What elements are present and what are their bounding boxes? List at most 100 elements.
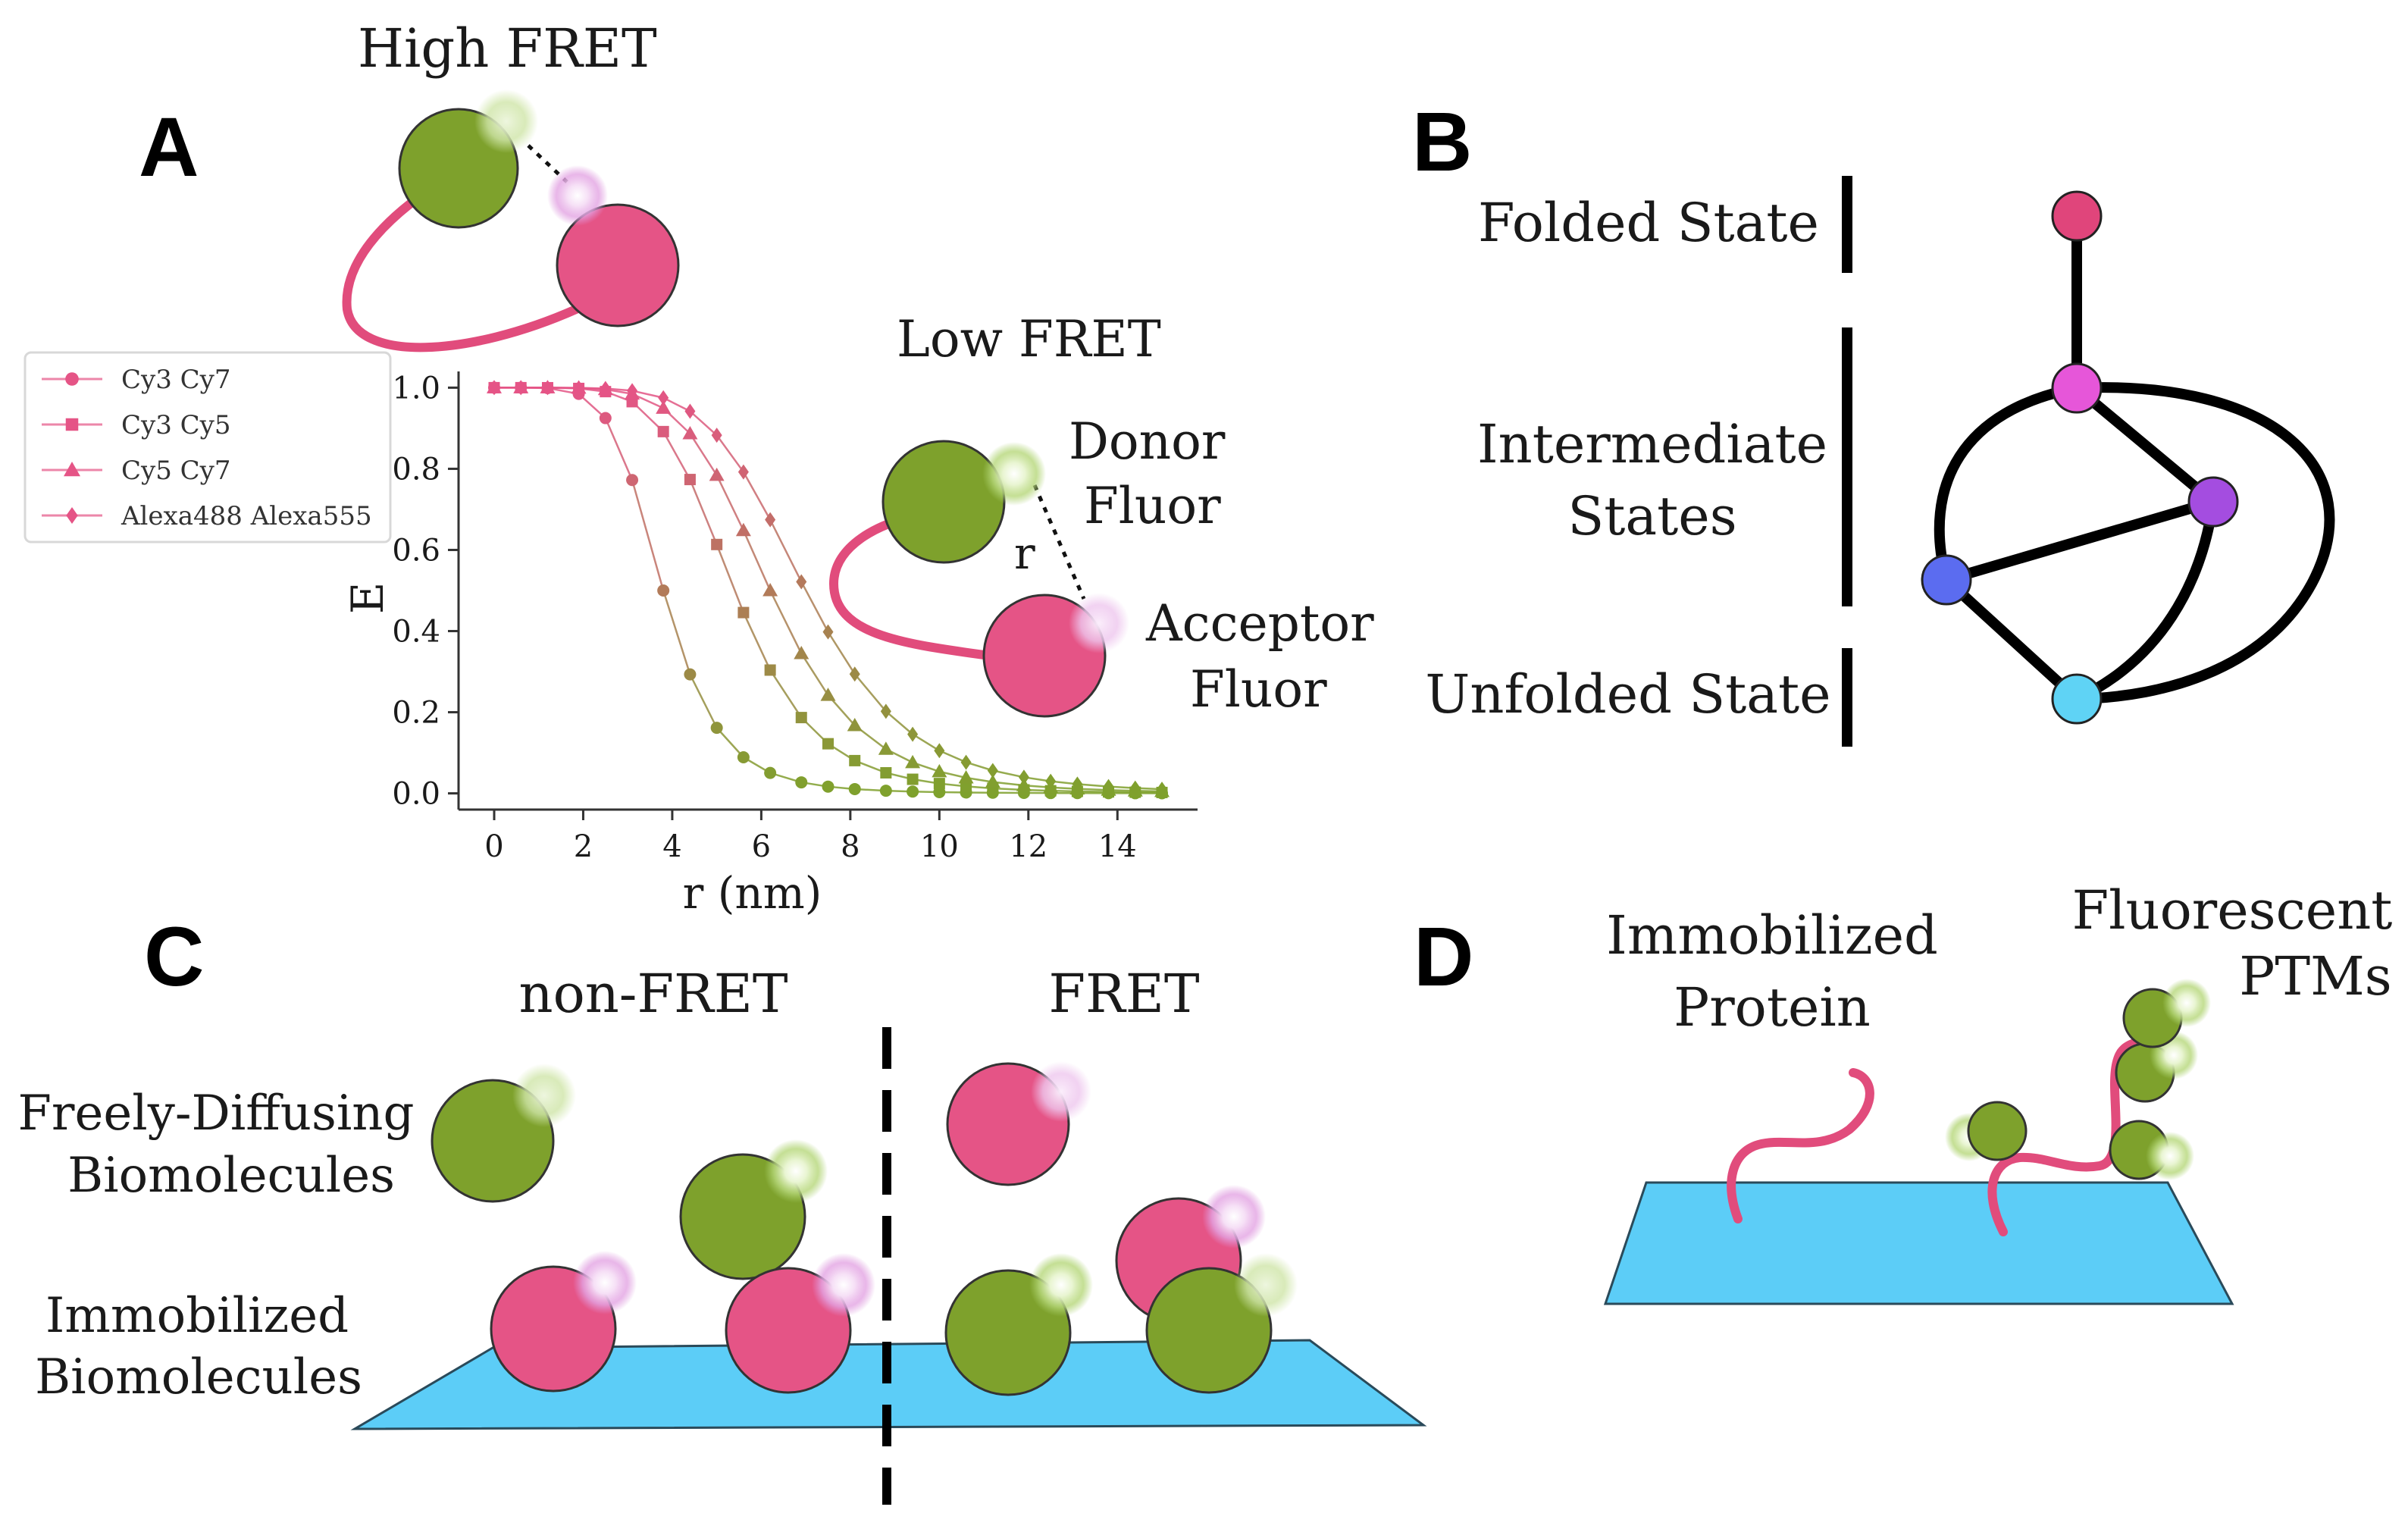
faint-pink-fluor: [1031, 1061, 1091, 1122]
data-point: [878, 741, 894, 755]
x-tick-label: 6: [752, 829, 771, 864]
node-intermediate-right: [2187, 476, 2239, 528]
series-line-segment: [604, 418, 634, 481]
data-point: [515, 380, 527, 396]
data-point: [542, 380, 553, 396]
data-point: [795, 712, 807, 724]
high-fret-molecule: [342, 89, 680, 352]
data-point: [822, 738, 834, 750]
data-point: [599, 412, 612, 425]
series-line-segment: [631, 479, 665, 591]
series-line-segment: [966, 761, 994, 772]
fret-distance-line: [1032, 484, 1086, 600]
immobilized-label-1: Immobilized: [45, 1288, 349, 1344]
immobilized-label-2: Biomolecules: [35, 1349, 362, 1405]
free-label-2: Biomolecules: [67, 1148, 395, 1204]
ptm-fluor-glow: [2162, 979, 2211, 1027]
y-axis-title: E: [342, 582, 393, 614]
protein-chain-1: [1727, 1068, 1874, 1223]
data-point: [658, 390, 669, 406]
pink-fluor-glow: [1202, 1185, 1266, 1248]
y-tick-label: 0.8: [392, 452, 440, 487]
surface: [1603, 1181, 2234, 1305]
data-point: [879, 785, 892, 797]
data-point: [765, 512, 776, 528]
series-line-segment: [800, 653, 829, 696]
node-intermediate-top: [2051, 362, 2103, 414]
series-line-segment: [885, 710, 913, 735]
y-tick-label: 1.0: [392, 371, 440, 406]
faint-green-fluor: [1234, 1253, 1298, 1317]
fluorescent-ptms-label-1: Fluorescent: [2072, 879, 2393, 941]
data-point: [849, 666, 860, 682]
r-label: r: [1014, 528, 1035, 579]
y-tick-label: 0.6: [392, 533, 440, 568]
series-line-segment: [769, 590, 803, 654]
series-line-segment: [827, 631, 856, 675]
x-tick-label: 12: [1009, 829, 1047, 864]
data-point: [1129, 780, 1141, 796]
data-point: [934, 743, 945, 759]
legend-label: Cy3 Cy5: [121, 410, 231, 440]
data-point: [849, 754, 861, 766]
data-point: [960, 780, 972, 792]
data-point: [684, 474, 696, 486]
fluorescent-ptms-label-2: PTMs: [2239, 945, 2391, 1007]
panel-d-letter: D: [1414, 910, 1473, 1004]
data-point: [907, 773, 919, 785]
panel-b: B Folded State Intermediate States Unfol…: [1412, 96, 2335, 747]
data-point: [737, 750, 750, 763]
data-point: [1072, 776, 1083, 792]
panel-c: C non-FRET FRET Freely-Diffusing Biomole…: [18, 910, 1427, 1505]
panel-c-letter: C: [144, 910, 204, 1004]
x-tick-label: 2: [574, 829, 593, 864]
series-line-segment: [769, 519, 803, 583]
series-line-segment: [992, 781, 1025, 787]
series-line-segment: [689, 479, 718, 545]
legend-box: [23, 351, 392, 544]
data-point: [958, 769, 974, 784]
panel-a: A High FRET Low FRET r Donor Fluor Accep…: [23, 17, 1374, 919]
data-point: [737, 606, 750, 619]
state-network: [1934, 216, 2335, 704]
data-point: [764, 664, 776, 676]
data-point: [880, 766, 892, 779]
x-tick-label: 0: [484, 829, 503, 864]
edge-left-right: [1945, 497, 2215, 585]
acceptor-label-1: Acceptor: [1145, 594, 1374, 653]
data-point: [933, 778, 945, 790]
data-point: [907, 726, 919, 742]
data-point: [1157, 782, 1168, 797]
linker: [828, 511, 994, 660]
edge-left-unfolded: [1943, 575, 2081, 703]
series-line-segment: [938, 750, 967, 763]
series-2: [486, 380, 1170, 797]
series-line-segment: [716, 434, 744, 473]
series-line-segment: [689, 410, 718, 437]
unfolded-state-label: Unfolded State: [1425, 663, 1830, 725]
donor-label-2: Fluor: [1084, 477, 1221, 535]
non-fret-label: non-FRET: [518, 963, 788, 1025]
ptm-4: [2122, 979, 2211, 1048]
acceptor-sphere: [556, 203, 680, 327]
data-point: [573, 380, 584, 396]
donor-fluor-faint: [474, 89, 538, 153]
series-0: [487, 381, 1169, 800]
legend-marker: [65, 372, 79, 386]
series-line-segment: [1108, 788, 1135, 792]
low-fret-label: Low FRET: [897, 310, 1161, 368]
ptm-1: [1945, 1101, 2028, 1161]
y-tick-label: 0.4: [392, 615, 440, 650]
data-point: [932, 763, 947, 778]
x-tick-label: 10: [920, 829, 959, 864]
data-point: [1045, 773, 1057, 789]
panel-b-letter: B: [1412, 96, 1472, 189]
node-folded: [2051, 190, 2103, 242]
donor-fluor-glow: [982, 442, 1046, 506]
intermediate-label-1: Intermediate: [1477, 413, 1827, 475]
series-line-segment: [1077, 788, 1109, 791]
acceptor-fluor-glow: [547, 165, 608, 226]
data-point: [764, 766, 777, 779]
